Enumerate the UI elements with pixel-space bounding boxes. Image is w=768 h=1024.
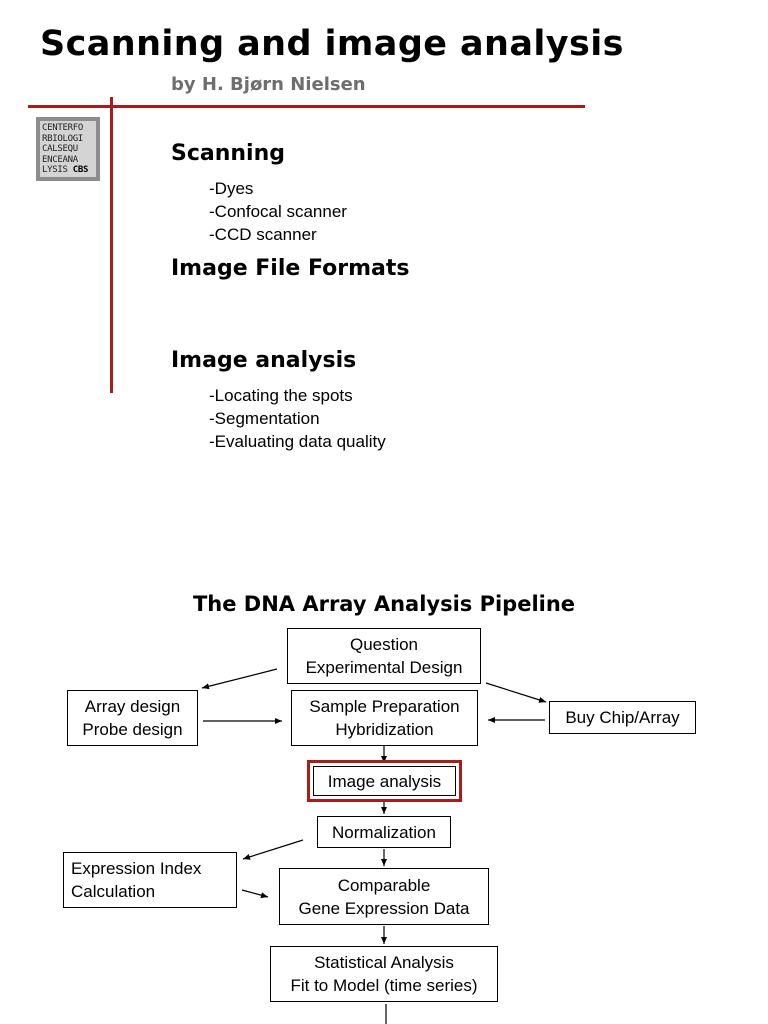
bullet-item: -Dyes (209, 179, 254, 198)
title-rule-horizontal (28, 105, 585, 108)
box-line: Array design (84, 697, 181, 716)
box-line: Hybridization (335, 720, 434, 739)
box-line: Image analysis (327, 771, 442, 791)
box-question: Question Experimental Design (287, 628, 481, 684)
bullet-item: -Confocal scanner (209, 202, 347, 221)
title-rule-vertical (110, 97, 113, 393)
arrow-expression-to-comparable (241, 889, 269, 899)
logo-line: ENCEANA (42, 154, 78, 165)
box-normalization: Normalization (317, 816, 451, 848)
box-line: Gene Expression Data (298, 898, 470, 918)
logo-brand: CBS (72, 165, 89, 175)
box-line: Sample Preparation (309, 697, 460, 716)
slide-title: Scanning and image analysis (40, 24, 624, 64)
logo-line: CALSEQU (42, 144, 78, 154)
box-line: Expression Index (71, 859, 202, 878)
logo-line: RBIOLOGI (42, 133, 83, 144)
section-heading-scanning: Scanning (171, 141, 286, 166)
box-line: Buy Chip/Array (565, 708, 680, 727)
cbs-logo-text: CENTERFO RBIOLOGI CALSEQU ENCEANA LYSIS … (40, 121, 96, 177)
box-sample-preparation: Sample Preparation Hybridization (291, 690, 478, 746)
pipeline-title: The DNA Array Analysis Pipeline (192, 592, 576, 616)
section-heading-image-analysis: Image analysis (171, 348, 357, 373)
box-image-analysis: Image analysis (313, 766, 456, 796)
bullet-item: -Locating the spots (209, 386, 353, 405)
scanning-bullet-list: -Dyes -Confocal scanner -CCD scanner (209, 177, 347, 246)
arrow-question-to-array-design (201, 668, 278, 690)
bullet-item: -Evaluating data quality (209, 432, 386, 451)
arrow-question-to-buy-chip (485, 682, 547, 703)
box-line: Fit to Model (time series) (290, 976, 478, 995)
box-statistical-analysis: Statistical Analysis Fit to Model (time … (270, 946, 498, 1002)
box-line: Experimental Design (305, 658, 463, 677)
box-line: Probe design (82, 720, 183, 739)
bullet-item: -CCD scanner (209, 225, 317, 244)
image-analysis-bullet-list: -Locating the spots -Segmentation -Evalu… (209, 384, 386, 453)
box-line: Normalization (332, 822, 436, 842)
box-line: Comparable (337, 875, 431, 895)
bullet-item: -Segmentation (209, 409, 320, 428)
arrow-normalization-to-expression (242, 839, 304, 860)
section-heading-file-formats: Image File Formats (171, 256, 410, 281)
box-line: Question (349, 635, 419, 654)
box-expression-index: Expression Index Calculation (63, 852, 237, 908)
box-comparable-data: Comparable Gene Expression Data (279, 868, 489, 925)
cbs-logo: CENTERFO RBIOLOGI CALSEQU ENCEANA LYSIS … (36, 117, 100, 181)
logo-line: LYSIS (42, 165, 73, 175)
box-array-design: Array design Probe design (67, 690, 198, 746)
box-line: Calculation (71, 882, 156, 901)
box-buy-chip: Buy Chip/Array (549, 701, 696, 734)
slide-author: by H. Bjørn Nielsen (171, 74, 366, 95)
logo-line: CENTERFO (42, 123, 83, 133)
box-line: Statistical Analysis (314, 953, 454, 972)
